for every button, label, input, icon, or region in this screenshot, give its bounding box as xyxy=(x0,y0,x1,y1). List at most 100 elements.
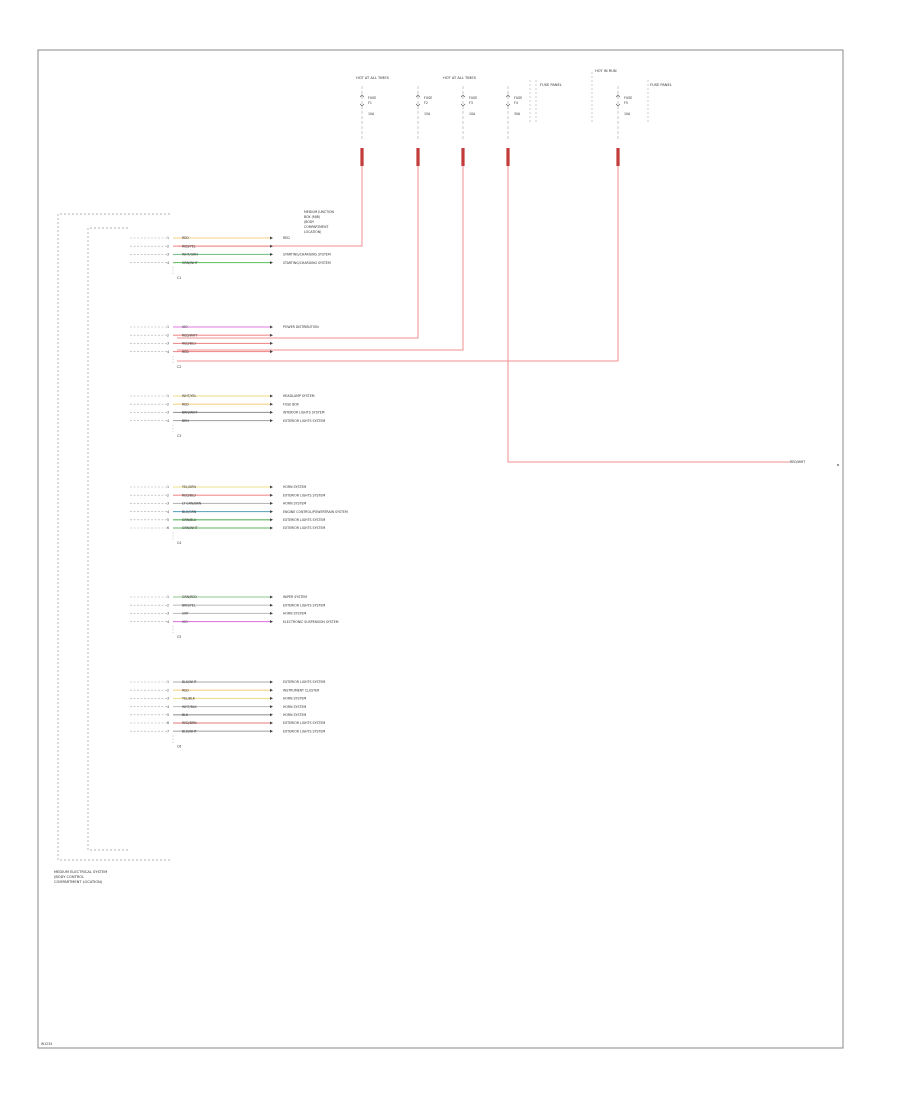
feed-wire-f3 xyxy=(177,166,464,351)
wire-code: GRN/WHT xyxy=(182,526,198,530)
destination-label: EXTERIOR LIGHTS SYSTEM xyxy=(283,729,326,733)
arrow-terminal xyxy=(270,485,273,489)
fuse-box-right-label: FUSE PANEL xyxy=(650,83,672,87)
arrow-terminal xyxy=(270,713,273,717)
destination-label: HORN SYSTEM xyxy=(283,713,306,717)
destination-label: HORN SYSTEM xyxy=(283,485,306,489)
wire-code: BLK/WHT xyxy=(182,680,197,684)
wire-code: BRN xyxy=(182,419,189,423)
svg-text:3: 3 xyxy=(167,253,169,257)
arrow-terminal xyxy=(270,729,273,733)
feed-wire-f2 xyxy=(177,166,419,339)
arrow-terminal xyxy=(270,236,273,240)
arrow-terminal xyxy=(270,680,273,684)
connector-pin-label: C6 xyxy=(177,744,181,748)
connector-pin-label: C4 xyxy=(177,541,181,545)
wire-code: BRN/YEL xyxy=(182,603,196,607)
wire-code: RED/BRN xyxy=(182,721,197,725)
fuse-number: F3 xyxy=(469,101,473,105)
top-connector-label: MEDIUM JUNCTION BOX (MJB) (BODY COMPARTM… xyxy=(304,210,335,234)
svg-text:2: 2 xyxy=(167,333,169,337)
fuse-name: FUSE xyxy=(469,96,477,100)
harness-outline-inner xyxy=(87,227,128,851)
svg-text:3: 3 xyxy=(167,502,169,506)
fuse-header-5: HOT IN RUN xyxy=(595,69,617,73)
destination-label: POWER DISTRIBUTION xyxy=(283,325,319,329)
destination-label: INTERIOR LIGHTS SYSTEM xyxy=(283,411,325,415)
arrow-terminal xyxy=(270,510,273,514)
svg-text:5: 5 xyxy=(167,713,169,717)
arrow-terminal xyxy=(270,419,273,423)
destination-label: HORN SYSTEM xyxy=(283,697,306,701)
svg-text:1: 1 xyxy=(167,394,169,398)
wire-code: RED/WHT xyxy=(182,333,197,337)
arrow-terminal xyxy=(270,333,273,337)
wire-code: YEL/BLK xyxy=(182,697,196,701)
svg-text:2: 2 xyxy=(167,603,169,607)
arrow-terminal xyxy=(270,394,273,398)
destination-label: EXTERIOR LIGHTS SYSTEM xyxy=(283,419,326,423)
destination-label: EXTERIOR LIGHTS SYSTEM xyxy=(283,518,326,522)
arrow-terminal xyxy=(270,603,273,607)
fuse-connector-block xyxy=(416,148,420,166)
svg-text:1: 1 xyxy=(167,325,169,329)
wire-code: GRY xyxy=(182,612,188,616)
fuse-amperage: 15A xyxy=(424,112,431,116)
wire-code: LT GRN/BRN xyxy=(182,502,202,506)
svg-text:2: 2 xyxy=(167,402,169,406)
wire-code: GRN/RED xyxy=(182,595,197,599)
wire-code: RED/BLU xyxy=(182,342,197,346)
fuse-amperage: 10A xyxy=(624,112,631,116)
wire-code: RED xyxy=(182,236,189,240)
svg-text:1: 1 xyxy=(167,595,169,599)
wire-code: GRN/BLU xyxy=(182,518,197,522)
svg-text:4: 4 xyxy=(167,510,169,514)
destination-label: STARTING/CHARGING SYSTEM xyxy=(283,253,331,257)
wire-code: BRN/WHT xyxy=(182,411,197,415)
harness-outline-outer xyxy=(57,213,170,861)
wire-code: BLK xyxy=(182,713,189,717)
fuse-amperage: 30A xyxy=(514,112,521,116)
svg-text:1: 1 xyxy=(167,236,169,240)
svg-text:2: 2 xyxy=(167,244,169,248)
arrow-terminal xyxy=(270,688,273,692)
wire-code: YEL/GRN xyxy=(182,485,196,489)
wire-code: RED xyxy=(182,402,189,406)
svg-text:4: 4 xyxy=(167,620,169,624)
wire-code: RED xyxy=(182,688,189,692)
wire-code: WHT/GRN xyxy=(182,253,198,257)
svg-text:COMPARTMENT: COMPARTMENT xyxy=(304,225,328,229)
feed-wire-layer xyxy=(177,166,839,466)
wire-code: RED xyxy=(182,350,189,354)
wire-code: WHT/BLK xyxy=(182,705,198,709)
arrow-terminal xyxy=(270,721,273,725)
fuse-amperage: 10A xyxy=(368,112,375,116)
svg-text:3: 3 xyxy=(167,697,169,701)
wire-code: RED/YEL xyxy=(182,244,196,248)
destination-label: INSTRUMENT CLUSTER xyxy=(283,688,320,692)
wire-code: RED/BLU xyxy=(182,493,197,497)
svg-text:2: 2 xyxy=(167,688,169,692)
svg-text:4: 4 xyxy=(167,350,169,354)
arrow-terminal xyxy=(270,252,273,256)
destination-label: HORN SYSTEM xyxy=(283,705,306,709)
wire-code: VIO xyxy=(182,325,188,329)
fuse-name: FUSE xyxy=(514,96,522,100)
arrow-terminal xyxy=(270,325,273,329)
arrow-terminal xyxy=(270,402,273,406)
fuse-header-1: HOT AT ALL TIMES xyxy=(356,76,390,80)
destination-label: EXTERIOR LIGHTS SYSTEM xyxy=(283,721,326,725)
svg-text:7: 7 xyxy=(167,729,169,733)
fuse-header-3: HOT AT ALL TIMES xyxy=(443,76,477,80)
arrow-terminal xyxy=(270,705,273,709)
wire-code: VIO xyxy=(182,620,188,624)
arrow-terminal xyxy=(270,244,273,248)
